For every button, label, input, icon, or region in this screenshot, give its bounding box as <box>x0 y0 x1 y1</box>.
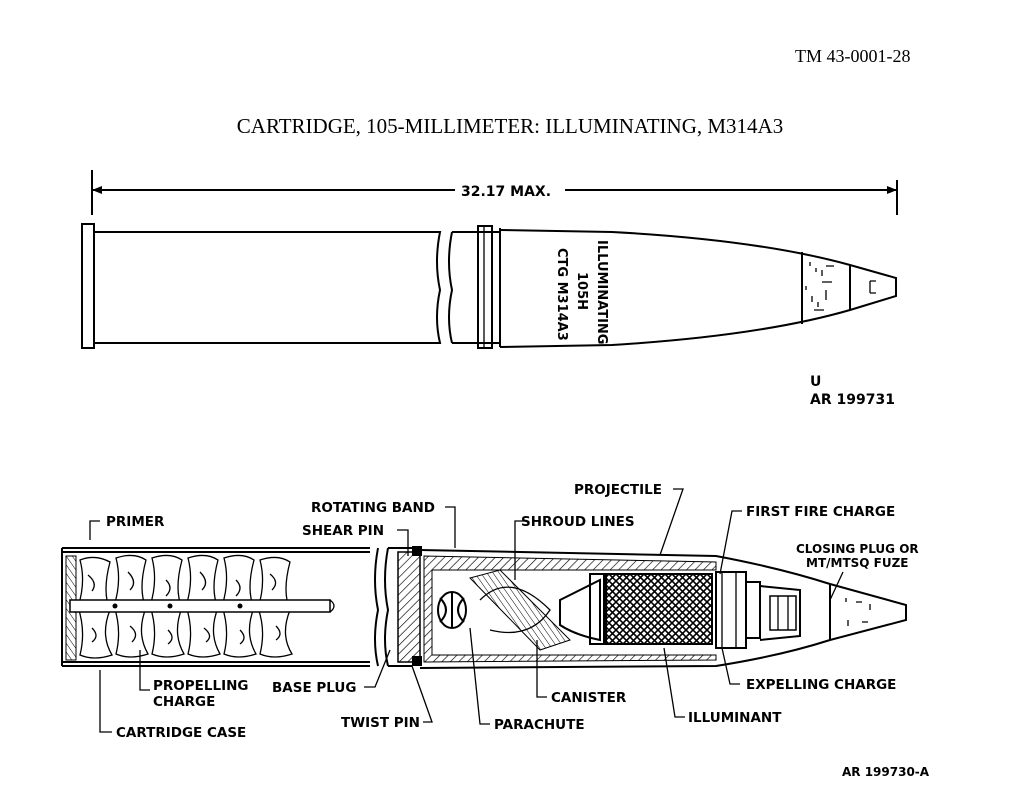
projectile-body <box>419 549 907 669</box>
exterior-view: 32.17 MAX. ILLUMINATING 105H <box>81 170 898 408</box>
leader-lines <box>89 488 844 733</box>
overall-length-label: 32.17 MAX. <box>461 184 551 200</box>
label-cartridge-case: CARTRIDGE CASE <box>116 725 246 741</box>
illuminant <box>605 573 713 645</box>
label-expelling-charge: EXPELLING CHARGE <box>746 677 896 693</box>
label-parachute: PARACHUTE <box>494 717 585 733</box>
projectile-ogive <box>499 229 897 348</box>
document-number: TM 43-0001-28 <box>795 46 911 66</box>
parachute <box>437 591 467 629</box>
label-primer: PRIMER <box>106 514 165 530</box>
cartridge-case-exterior <box>81 223 500 349</box>
closing-plug-fuze <box>759 584 871 641</box>
cutaway-view: PRIMER ROTATING BAND SHEAR PIN PROJECTIL… <box>61 482 930 779</box>
figure-id-exterior: AR 199731 <box>810 392 895 408</box>
label-base-plug: BASE PLUG <box>272 680 356 696</box>
rotating-band-exterior <box>477 225 501 349</box>
figure-id-u: U <box>810 374 821 390</box>
shroud-lines <box>469 569 571 651</box>
canister <box>559 573 605 645</box>
label-illuminant: ILLUMINANT <box>688 710 782 726</box>
stencil-line-1: ILLUMINATING <box>594 240 609 344</box>
expelling-charge <box>715 571 761 649</box>
stencil-line-3: CTG M314A3 <box>554 248 569 341</box>
label-fuze: MT/MTSQ FUZE <box>806 556 909 570</box>
label-projectile: PROJECTILE <box>574 482 662 498</box>
label-twist-pin: TWIST PIN <box>341 715 420 731</box>
label-shroud-lines: SHROUD LINES <box>521 514 635 530</box>
label-closing-plug: CLOSING PLUG OR <box>796 542 919 556</box>
label-canister: CANISTER <box>551 690 627 706</box>
figure-title: CARTRIDGE, 105-MILLIMETER: ILLUMINATING,… <box>236 114 784 138</box>
fuze-exterior <box>801 252 876 324</box>
label-propelling: PROPELLING <box>153 678 249 694</box>
label-rotating-band: ROTATING BAND <box>311 500 435 516</box>
primer-tube <box>69 599 335 613</box>
dimension-line <box>91 170 898 215</box>
label-first-fire-charge: FIRST FIRE CHARGE <box>746 504 895 520</box>
label-shear-pin: SHEAR PIN <box>302 523 384 539</box>
figure-id-cutaway: AR 199730-A <box>842 765 930 779</box>
label-charge: CHARGE <box>153 694 215 710</box>
twist-pin <box>412 656 422 666</box>
base-plug <box>397 551 421 663</box>
rotating-band <box>412 546 422 556</box>
stencil-marking: ILLUMINATING 105H CTG M314A3 <box>554 240 609 344</box>
stencil-line-2: 105H <box>574 272 589 310</box>
